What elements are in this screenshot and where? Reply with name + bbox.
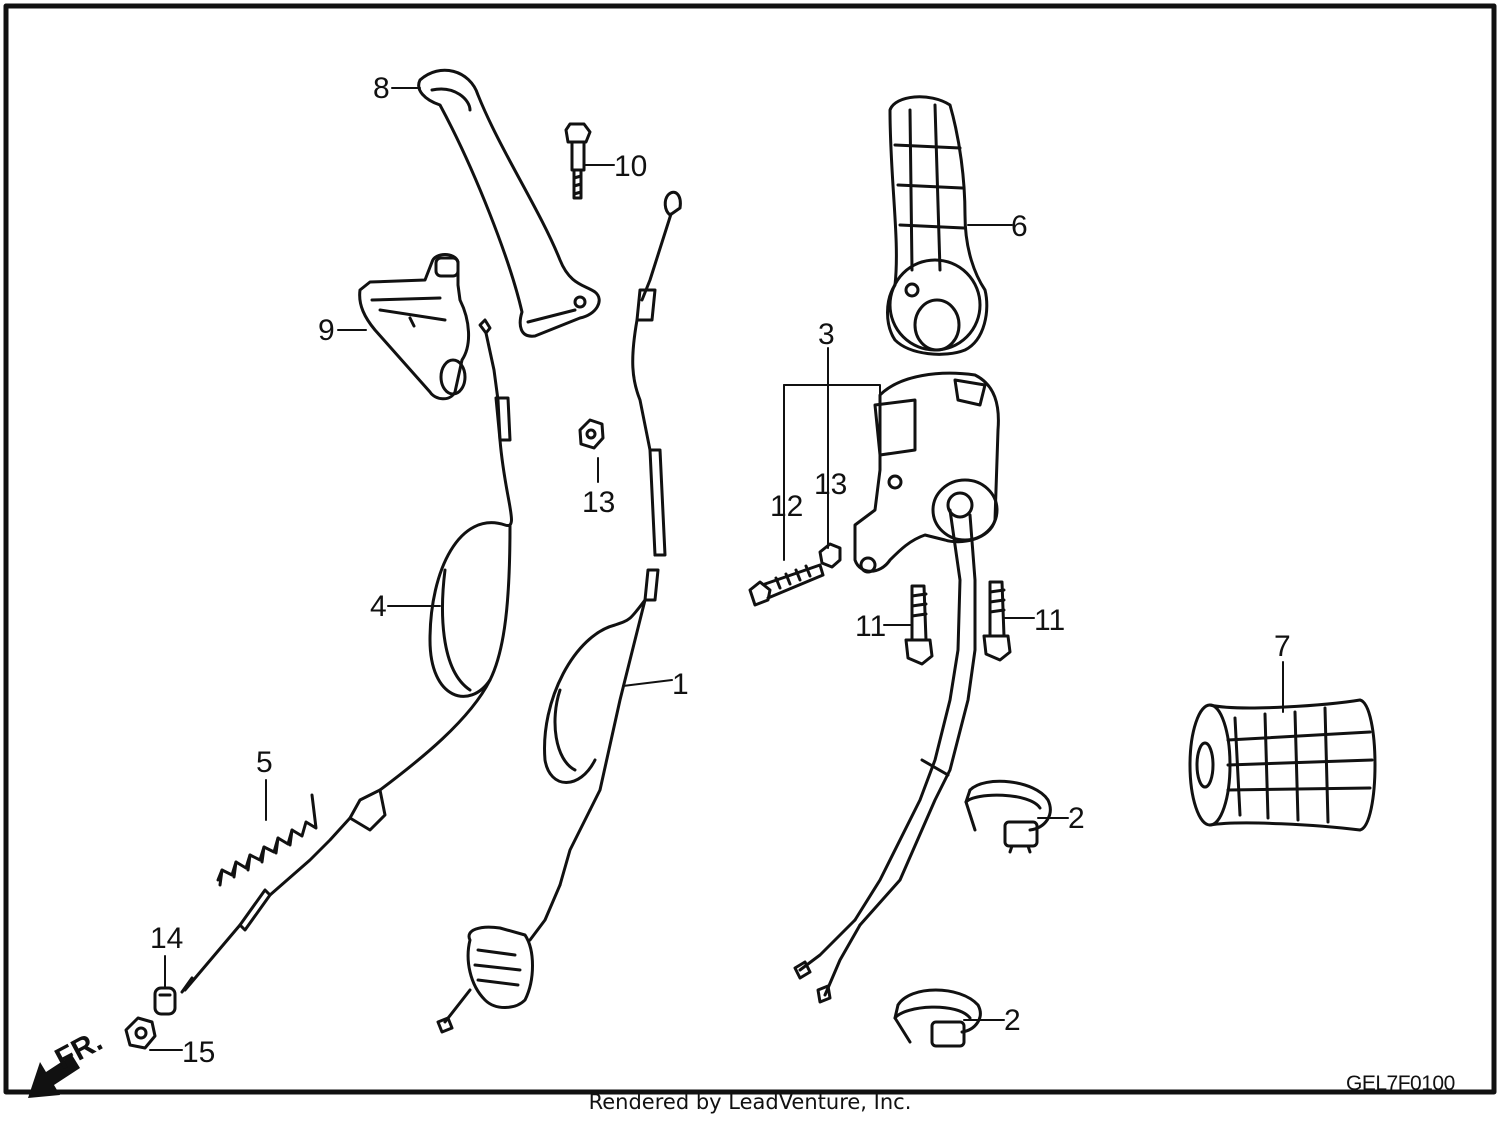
callout-15: 15	[182, 1036, 215, 1069]
hex-nut-part-left[interactable]	[578, 418, 605, 450]
diagram-code: GEL7F0100	[1346, 1072, 1455, 1095]
throttle-housing-part[interactable]	[853, 371, 1000, 574]
render-credit: Rendered by LeadVenture, Inc.	[588, 1090, 912, 1114]
switch-wire-harness	[793, 508, 977, 1004]
lever-holder-part[interactable]	[358, 253, 471, 401]
left-handlebar-grip-part[interactable]	[1188, 698, 1377, 832]
callout-leader-lines	[149, 87, 1284, 1051]
callout-8: 8	[373, 72, 390, 105]
callout-3: 3	[818, 318, 835, 351]
wire-band-part-upper[interactable]	[964, 779, 1052, 854]
callout-2-upper: 2	[1068, 802, 1085, 835]
housing-screw-part[interactable]	[748, 563, 825, 607]
callout-4: 4	[370, 590, 387, 623]
adjuster-nut-part[interactable]	[124, 1016, 157, 1050]
clutch-cable-part[interactable]	[180, 318, 513, 994]
front-marker-label: FR.	[50, 1024, 108, 1076]
housing-bolt-part-left[interactable]	[904, 584, 934, 666]
drawing-border	[3, 3, 1497, 1095]
cable-spring-part[interactable]	[216, 793, 318, 887]
hex-nut-part-right[interactable]	[818, 542, 842, 569]
throttle-cable-part[interactable]	[436, 190, 682, 1034]
housing-bolt-part-right[interactable]	[982, 580, 1012, 662]
callout-14: 14	[150, 922, 183, 955]
callout-2-lower: 2	[1004, 1004, 1021, 1037]
callout-1: 1	[672, 668, 689, 701]
callout-11-right: 11	[1034, 604, 1065, 637]
callout-10: 10	[614, 150, 647, 183]
lever-pivot-bolt-part[interactable]	[564, 122, 592, 200]
clutch-lever-part[interactable]	[417, 68, 601, 338]
front-direction-arrow-icon	[28, 1055, 80, 1098]
throttle-grip-part[interactable]	[886, 95, 989, 356]
callout-7: 7	[1274, 630, 1291, 663]
callout-11-left: 11	[855, 610, 886, 643]
callout-9: 9	[318, 314, 335, 347]
callout-13-right: 13	[814, 468, 847, 501]
wire-band-part-lower[interactable]	[893, 988, 982, 1048]
callout-12: 12	[770, 490, 803, 523]
callout-6: 6	[1011, 210, 1028, 243]
callout-13-left: 13	[582, 486, 615, 519]
callout-5: 5	[256, 746, 273, 779]
